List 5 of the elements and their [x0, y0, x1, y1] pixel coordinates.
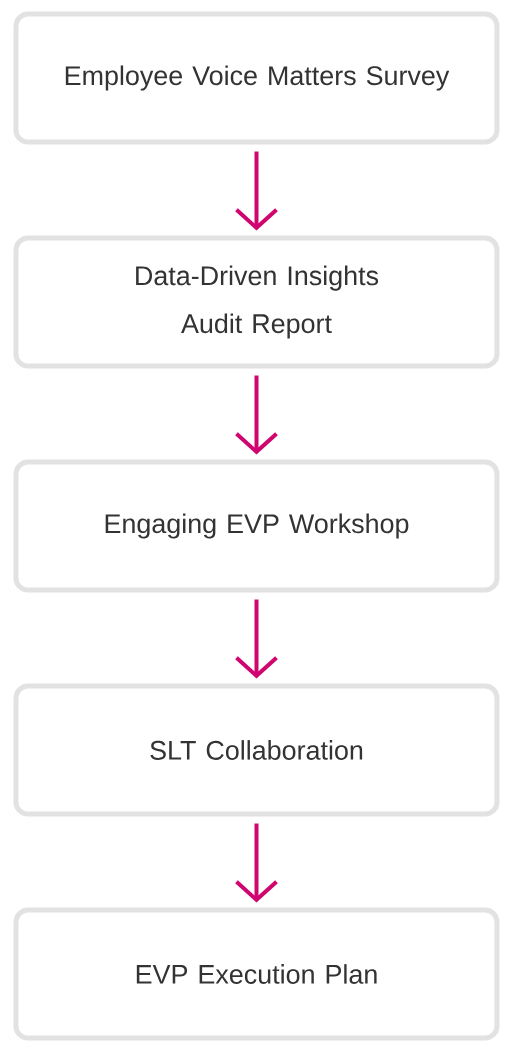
process-box: Employee Voice Matters Survey	[13, 11, 500, 145]
process-box: Data-Driven Insights Audit Report	[13, 235, 500, 369]
process-box: SLT Collaboration	[13, 683, 500, 817]
process-box: EVP Execution Plan	[13, 907, 500, 1041]
process-box: Engaging EVP Workshop	[13, 459, 500, 593]
